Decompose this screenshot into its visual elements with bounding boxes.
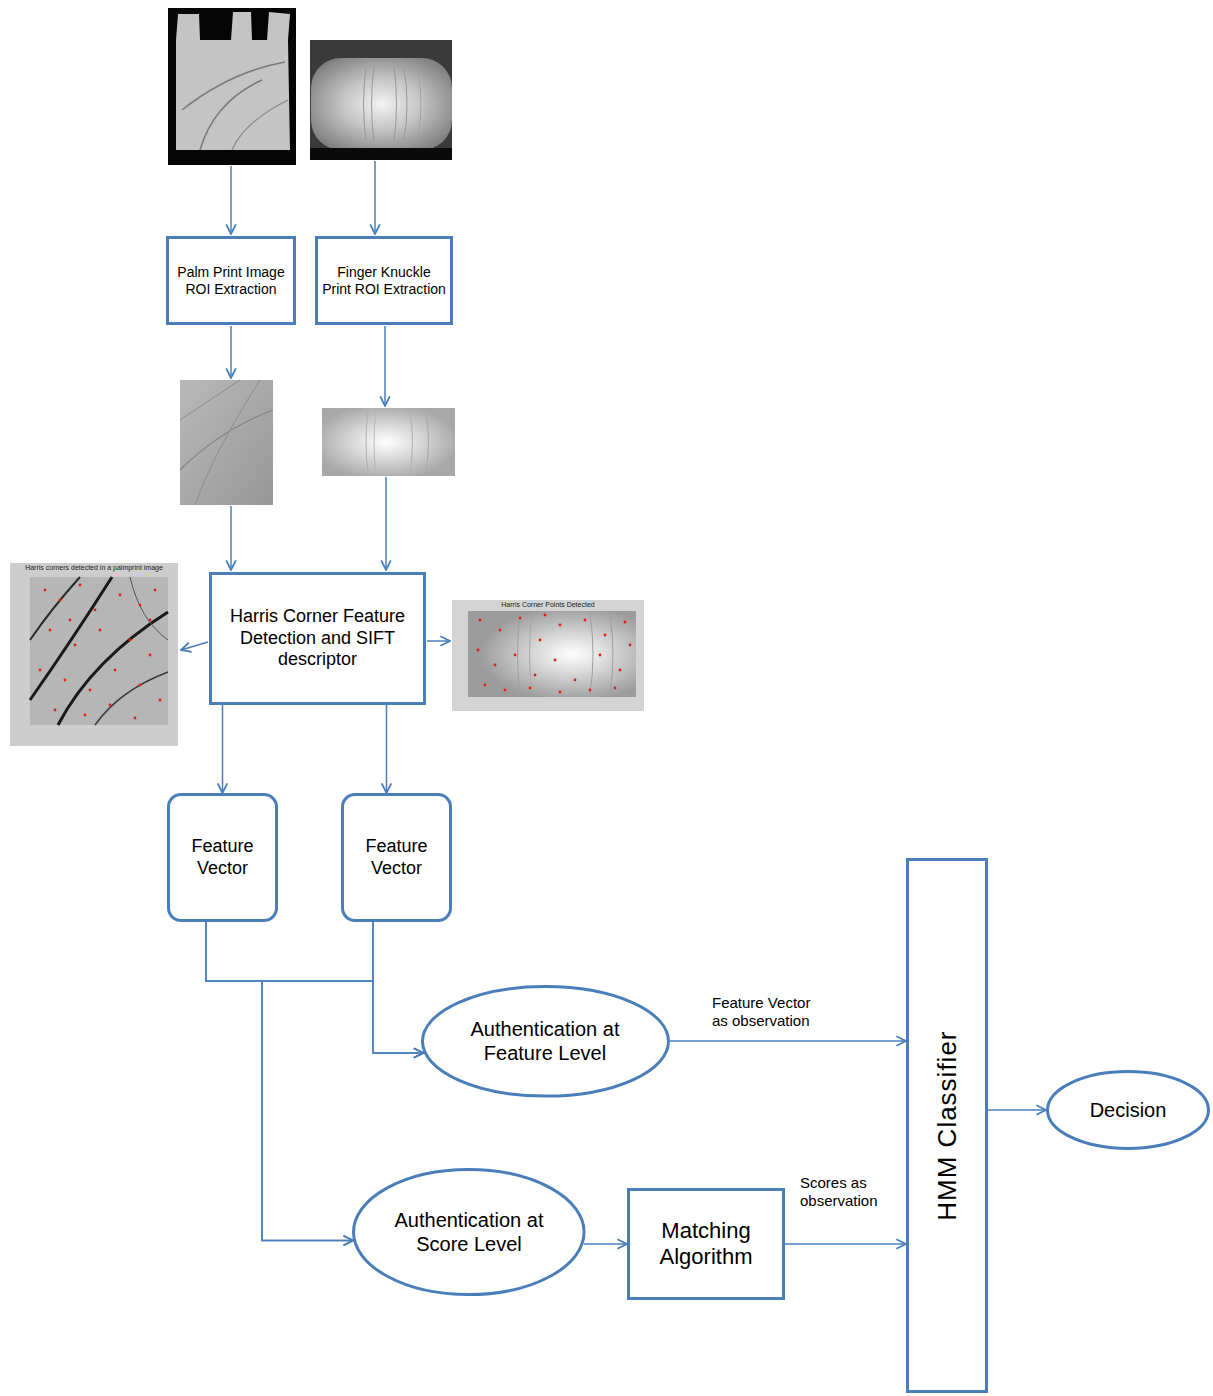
node-text: Finger Knuckle Print ROI Extraction (322, 264, 446, 298)
edge-label: Feature Vector as observation (712, 994, 820, 1030)
classifier-box: HMM Classifier (906, 858, 988, 1393)
node-text: Authentication at Feature Level (453, 1017, 637, 1065)
process-ellipse: Authentication at Score Level (352, 1168, 586, 1296)
connector-arrow (584, 1243, 627, 1245)
decision-ellipse: Decision (1046, 1070, 1210, 1150)
connector-arrow (988, 1109, 1046, 1111)
edge-label: Scores as observation (800, 1174, 890, 1210)
node-text: HMM Classifier (931, 1030, 962, 1220)
node-text: Palm Print Image ROI Extraction (173, 264, 289, 298)
process-box: Harris Corner Feature Detection and SIFT… (209, 572, 426, 705)
process-box: Finger Knuckle Print ROI Extraction (315, 236, 453, 325)
palm-roi-image (180, 380, 273, 505)
node-text: Harris Corner Feature Detection and SIFT… (220, 606, 415, 671)
connector-arrow (222, 705, 224, 793)
plot-title: Harris corners detected in a palmprint i… (10, 564, 178, 572)
connector-arrow (785, 1243, 906, 1245)
node-text: Matching Algorithm (636, 1218, 776, 1271)
process-box: Matching Algorithm (627, 1188, 785, 1300)
feature-box: Feature Vector (341, 793, 452, 922)
knuckle-image (310, 40, 452, 160)
feature-box: Feature Vector (167, 793, 278, 922)
ellipse-outline (354, 1170, 585, 1295)
node-text: Feature Vector (350, 836, 443, 879)
ellipse-outline (421, 985, 670, 1098)
node-text: Authentication at Score Level (378, 1208, 560, 1256)
plot-title: Harris Corner Points Detected (452, 601, 644, 609)
process-ellipse: Authentication at Feature Level (421, 985, 670, 1098)
process-box: Palm Print Image ROI Extraction (166, 236, 296, 325)
palm-image (168, 8, 296, 165)
connector-arrow (206, 922, 353, 1240)
ellipse-outline (422, 986, 668, 1096)
node-text: Decision (1090, 1098, 1167, 1122)
node-text: Feature Vector (176, 836, 269, 879)
connector-arrow (386, 705, 388, 793)
connector-arrow (669, 1040, 906, 1042)
palm-corner-plot (10, 563, 178, 746)
connector-arrow (373, 922, 423, 1053)
knuckle-corner-plot (452, 600, 644, 711)
ellipse-outline (1048, 1072, 1209, 1149)
connector-arrow (262, 922, 373, 1240)
ellipse-outline (352, 1168, 586, 1296)
knuckle-roi-image (322, 408, 455, 476)
connector-arrow (206, 922, 423, 1053)
